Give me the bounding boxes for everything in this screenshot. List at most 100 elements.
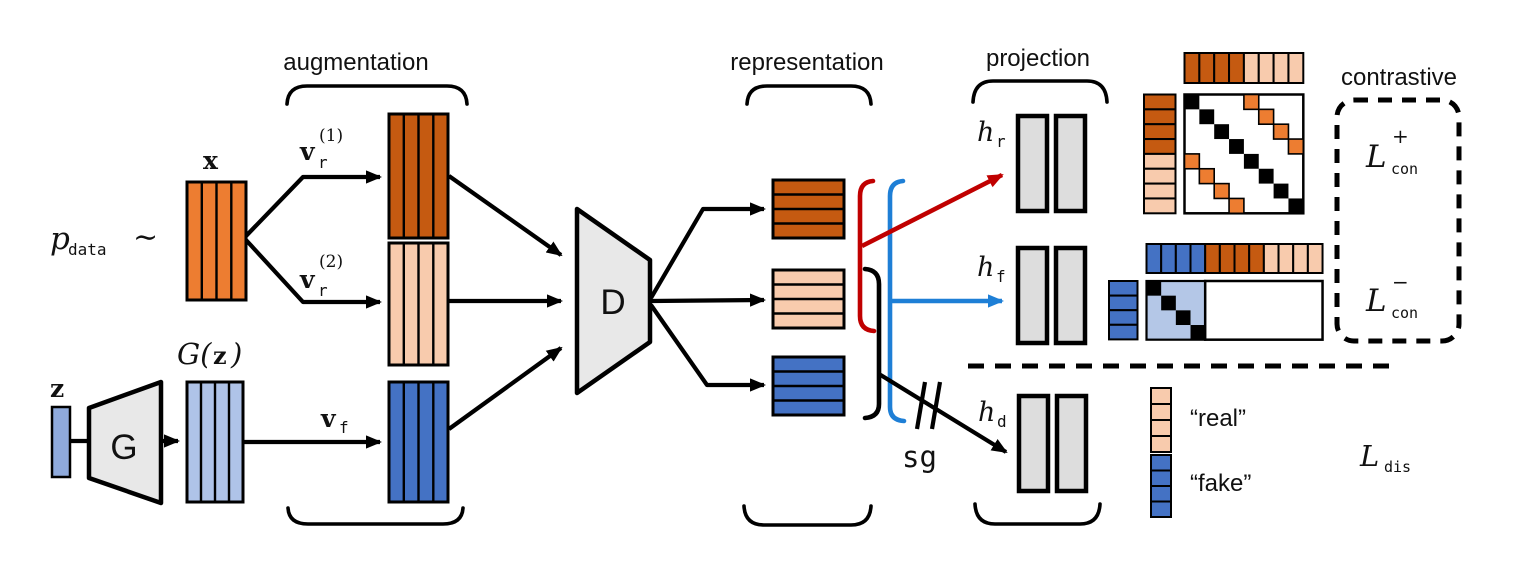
Gz-block	[185, 380, 245, 504]
rep-real1-block	[771, 178, 846, 240]
svg-text:v: v	[320, 404, 337, 433]
matrix-positive-cell	[1272, 123, 1290, 140]
representation-brace-top	[745, 84, 873, 106]
matrix-row-cell	[1287, 52, 1305, 84]
svg-text:con: con	[1391, 160, 1418, 178]
matrix-col-cell	[1143, 197, 1177, 215]
projection-brace-top	[971, 79, 1109, 104]
svg-text:dis: dis	[1384, 458, 1411, 476]
matrix-diagonal-cell	[1175, 310, 1191, 326]
real-pair-bracket	[857, 178, 877, 334]
fake-view-block	[387, 380, 450, 504]
matrix-row-cell	[1198, 52, 1216, 84]
matrix-col-cell	[1108, 294, 1139, 312]
augmentation-brace-bottom	[286, 506, 465, 526]
matrix-col-cell	[1143, 123, 1177, 141]
matrix-row-cell	[1145, 243, 1163, 274]
svg-text:v: v	[299, 137, 316, 166]
matrix-col-cell	[1108, 309, 1139, 326]
matrix-row-cell	[1213, 52, 1231, 84]
hf-label: h f	[977, 252, 1006, 286]
legend-fake-cell	[1150, 469, 1172, 487]
matrix-row-cell	[1262, 243, 1280, 274]
matrix-positive-cell	[1228, 197, 1245, 215]
legend-fake-strip	[1150, 454, 1172, 518]
pdata-subscript: data	[68, 240, 107, 259]
pdata-label: p	[50, 221, 70, 257]
arrow-D-to-rep3	[649, 303, 766, 392]
matrix-diagonal-cell	[1184, 94, 1200, 110]
hf-layer1	[1015, 245, 1050, 346]
legend-fake-cell	[1150, 485, 1172, 503]
arrow-x-to-view2	[244, 238, 382, 309]
z-vector	[50, 405, 72, 479]
svg-text:L: L	[1359, 439, 1379, 473]
matrix-row-cell	[1272, 52, 1290, 84]
arrow-x-to-view1	[244, 170, 382, 238]
discriminator-trapezoid	[574, 206, 653, 396]
vr2-label: v r (2)	[299, 252, 343, 300]
svg-text:L: L	[1365, 139, 1387, 175]
svg-text:d: d	[997, 412, 1007, 431]
matrix-row-cell	[1306, 243, 1324, 274]
matrix-row-cell	[1160, 243, 1177, 274]
legend-fake-cell	[1150, 454, 1172, 472]
x-label: x	[203, 146, 219, 175]
svg-text:): )	[230, 337, 242, 371]
svg-text:h: h	[978, 397, 995, 428]
legend-real-cell	[1150, 387, 1172, 405]
contrastive-label: contrastive	[1341, 64, 1457, 91]
matrix-positive-cell	[1257, 108, 1275, 125]
contrastive-loss-box	[1334, 97, 1462, 344]
projection-label: projection	[986, 45, 1090, 72]
sg-label: sg	[902, 440, 937, 474]
matrix-row-cell	[1204, 243, 1221, 274]
loss-con-minus: L − con	[1365, 270, 1418, 322]
hd-layer1	[1016, 393, 1051, 494]
discriminator-input-bracket	[862, 266, 882, 421]
svg-text:h: h	[977, 252, 994, 283]
augmentation-brace-top	[285, 84, 469, 106]
matrix-diagonal-cell	[1199, 109, 1215, 125]
matrix-col-cell	[1108, 280, 1139, 297]
matrix-row-cell	[1189, 243, 1207, 274]
legend-fake-cell	[1150, 500, 1172, 518]
svg-text:L: L	[1365, 283, 1387, 319]
stop-gradient-marks	[914, 381, 943, 430]
representation-brace-bottom	[742, 504, 873, 527]
legend-real-cell	[1150, 403, 1172, 421]
hd-label: h d	[978, 397, 1007, 431]
matrix-col-cell	[1108, 323, 1139, 341]
generator-letter: G	[110, 428, 137, 467]
hr-layer1	[1015, 113, 1050, 214]
svg-text:(1): (1)	[319, 126, 343, 146]
hd-layer2	[1054, 393, 1089, 494]
x-block	[185, 180, 248, 302]
svg-text:h: h	[977, 117, 994, 148]
matrix-diagonal-cell	[1258, 168, 1274, 184]
matrix-positive-cell	[1213, 182, 1230, 200]
rep-fake-block	[771, 355, 846, 417]
svg-text:r: r	[318, 153, 328, 172]
discriminator-letter: D	[600, 283, 625, 322]
arrow-vf-to-D	[447, 346, 563, 431]
view1-block	[387, 112, 450, 240]
matrix-diagonal-cell	[1161, 295, 1176, 311]
vf-label: v f	[320, 404, 349, 437]
matrix-positive-cell	[1287, 138, 1305, 155]
view2-block	[387, 241, 450, 367]
hr-label: h r	[977, 117, 1006, 151]
svg-text:−: −	[1392, 270, 1409, 294]
matrix-col-cell	[1143, 93, 1177, 111]
matrix-row-cell	[1174, 243, 1192, 274]
matrix-diagonal-cell	[1214, 124, 1230, 140]
matrix-col-cell	[1143, 108, 1177, 126]
Gz-label: G( z )	[177, 337, 242, 371]
all-views-bracket	[887, 178, 907, 424]
matrix-diagonal-cell	[1243, 153, 1259, 169]
matrix-col-cell	[1143, 182, 1177, 200]
legend-real-cell	[1150, 419, 1172, 437]
negative-pair-matrix	[1108, 243, 1324, 341]
